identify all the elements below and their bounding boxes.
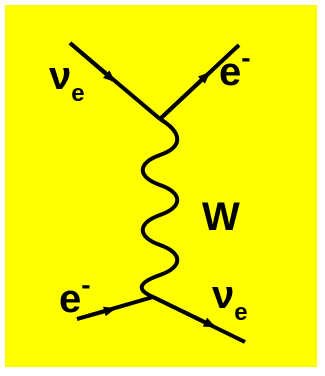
bottom-right-subscript: e <box>234 299 247 326</box>
outgoing-neutrino-arrow <box>152 295 216 328</box>
bottom-left-electron-label: e- <box>59 269 91 321</box>
w-boson-label: W <box>202 195 240 239</box>
outgoing-electron-arrow <box>158 71 211 121</box>
bottom-left-superscript: - <box>81 269 90 300</box>
w-boson-propagator <box>139 117 180 299</box>
bottom-right-neutrino-label: νe <box>212 273 248 326</box>
top-left-neutrino-label: νe <box>49 54 85 107</box>
incoming-neutrino-arrow <box>68 41 116 82</box>
top-right-superscript: - <box>241 42 250 73</box>
top-right-electron-label: e- <box>219 42 251 94</box>
top-left-subscript: e <box>71 80 84 107</box>
feynman-diagram: νe e- W e- νe <box>5 5 317 367</box>
incoming-electron-arrow <box>76 306 116 321</box>
